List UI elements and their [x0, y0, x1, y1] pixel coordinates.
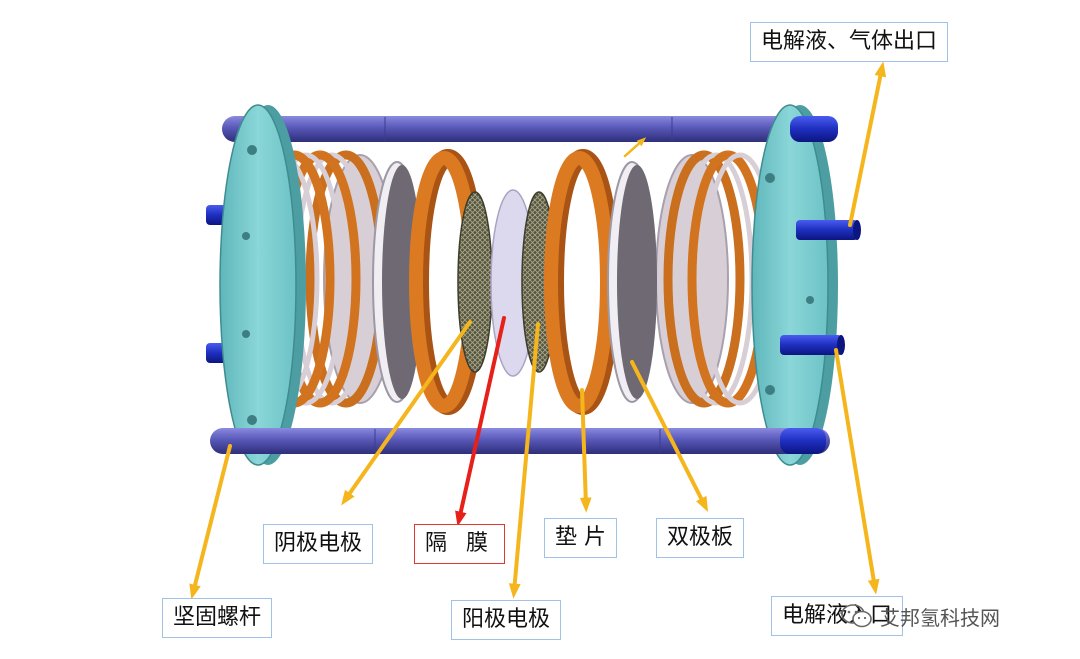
- right-ring-stack: [655, 150, 779, 408]
- label-bolt: 坚固螺杆: [162, 598, 273, 638]
- arrow-cathode: [341, 320, 472, 506]
- gasket-right: [544, 149, 620, 415]
- arrow-diaphragm: [455, 316, 506, 527]
- arrow-bolt: [189, 444, 232, 600]
- label-inlet: 电解液入口: [771, 596, 904, 636]
- label-bipolar: 双极板: [656, 518, 745, 558]
- label-anode: 阳极电极: [451, 600, 562, 640]
- watermark: 艾邦氢科技网: [840, 598, 1000, 634]
- tie-rod-top: [222, 116, 838, 142]
- port-right-outlet: [796, 220, 858, 240]
- arrow-inlet: [834, 348, 880, 595]
- arrow-top-gas: [623, 137, 647, 158]
- arrow-anode: [508, 322, 540, 599]
- cathode-mesh: [457, 191, 493, 373]
- arrow-outlet: [848, 61, 887, 227]
- wechat-icon: [841, 604, 872, 628]
- arrow-bipolar: [630, 360, 709, 512]
- arrow-gasket: [579, 388, 592, 513]
- rod-top-end: [790, 116, 838, 142]
- label-diaphragm: 隔 膜: [414, 524, 505, 564]
- right-end-flange: [751, 104, 861, 466]
- label-outlet: 电解液、气体出口: [750, 22, 949, 62]
- port-right-inlet: [780, 335, 842, 355]
- tie-rod-bottom: [210, 428, 830, 454]
- watermark-text: 艾邦氢科技网: [880, 605, 1000, 630]
- left-end-flange: [206, 104, 306, 466]
- label-gasket: 垫 片: [544, 518, 617, 558]
- label-cathode: 阴极电极: [263, 524, 374, 564]
